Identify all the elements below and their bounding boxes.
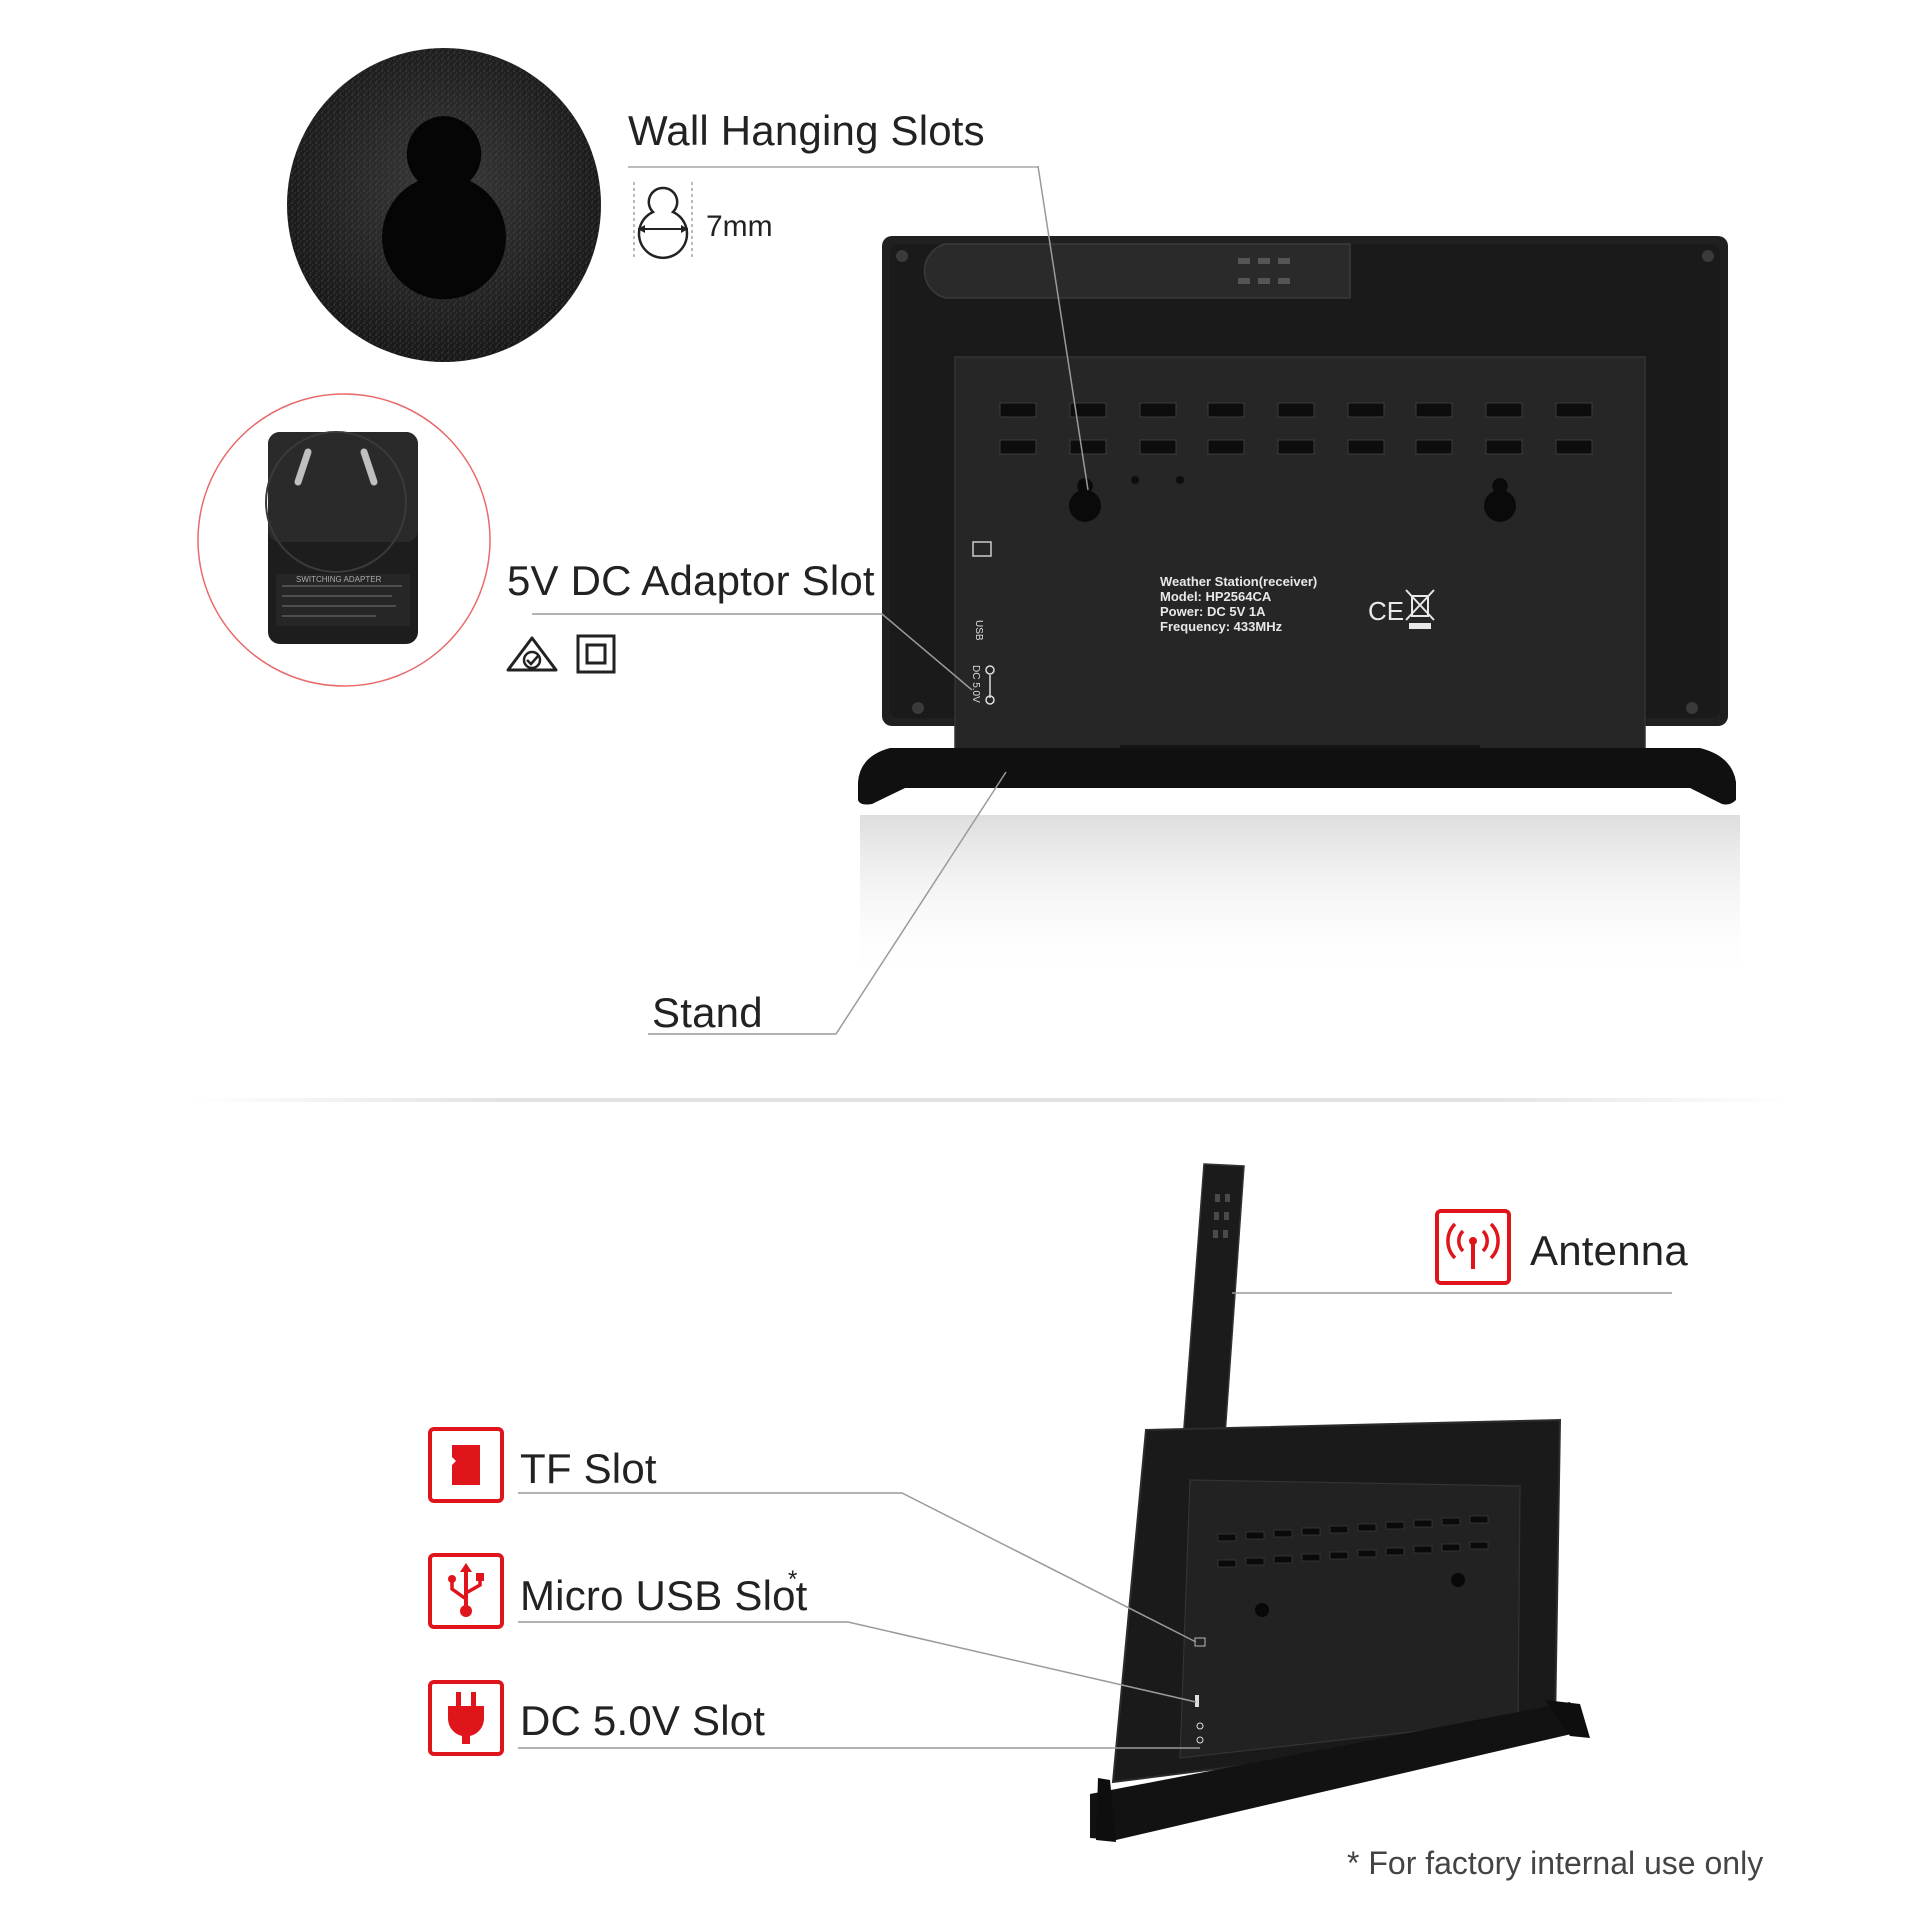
tf-slot-label: TF Slot (520, 1445, 657, 1492)
usb-slot-icon-box (428, 1553, 504, 1629)
adapter-closeup-photo: SWITCHING ADAPTER (196, 392, 492, 688)
keyhole-closeup-photo (285, 46, 603, 364)
factory-use-footnote: * For factory internal use only (1347, 1845, 1764, 1881)
adapter-print-text: SWITCHING ADAPTER (296, 575, 382, 584)
dc-port-text: DC 5.0V (970, 665, 981, 703)
sticker-line3: Power: DC 5V 1A (1160, 604, 1266, 619)
weather-station-angled-view (0, 1100, 1920, 1920)
antenna-label: Antenna (1530, 1227, 1688, 1274)
rcm-mark-icon (506, 636, 558, 672)
sticker-line2: Model: HP2564CA (1160, 589, 1272, 604)
wall-hanging-underline (628, 166, 1038, 168)
keyhole-dimension-icon (630, 182, 696, 260)
ce-mark: CE (1368, 596, 1404, 626)
wall-hanging-slots-label: Wall Hanging Slots (628, 107, 985, 154)
usb-asterisk: * (788, 1566, 798, 1593)
dc-slot-label: DC 5.0V Slot (520, 1697, 766, 1744)
top-leader-lines (532, 165, 1089, 1035)
bottom-leader-lines (518, 1292, 1672, 1749)
stand-label: Stand (652, 989, 763, 1036)
antenna-icon (1446, 1222, 1500, 1269)
power-plug-icon (447, 1692, 485, 1744)
sticker-line1: Weather Station(receiver) (1160, 574, 1317, 589)
usb-slot-label: Micro USB Slot (520, 1572, 808, 1619)
weather-station-back-view: USB DC 5.0V Weather Station(receiver) Mo… (858, 236, 1740, 985)
dc-slot-icon-box (428, 1680, 504, 1756)
weee-bin-icon (1405, 589, 1435, 629)
sticker-line4: Frequency: 433MHz (1160, 619, 1283, 634)
sd-card-icon (452, 1445, 480, 1485)
usb-port-text: USB (973, 620, 984, 641)
adaptor-icons (506, 634, 626, 674)
antenna-icon-box (1435, 1209, 1511, 1285)
adaptor-slot-label: 5V DC Adaptor Slot (507, 557, 875, 604)
usb-icon (448, 1563, 484, 1617)
double-insulation-icon (576, 634, 616, 674)
section-divider (190, 1098, 1790, 1102)
tf-slot-icon-box (428, 1427, 504, 1503)
dimension-text: 7mm (706, 210, 773, 243)
